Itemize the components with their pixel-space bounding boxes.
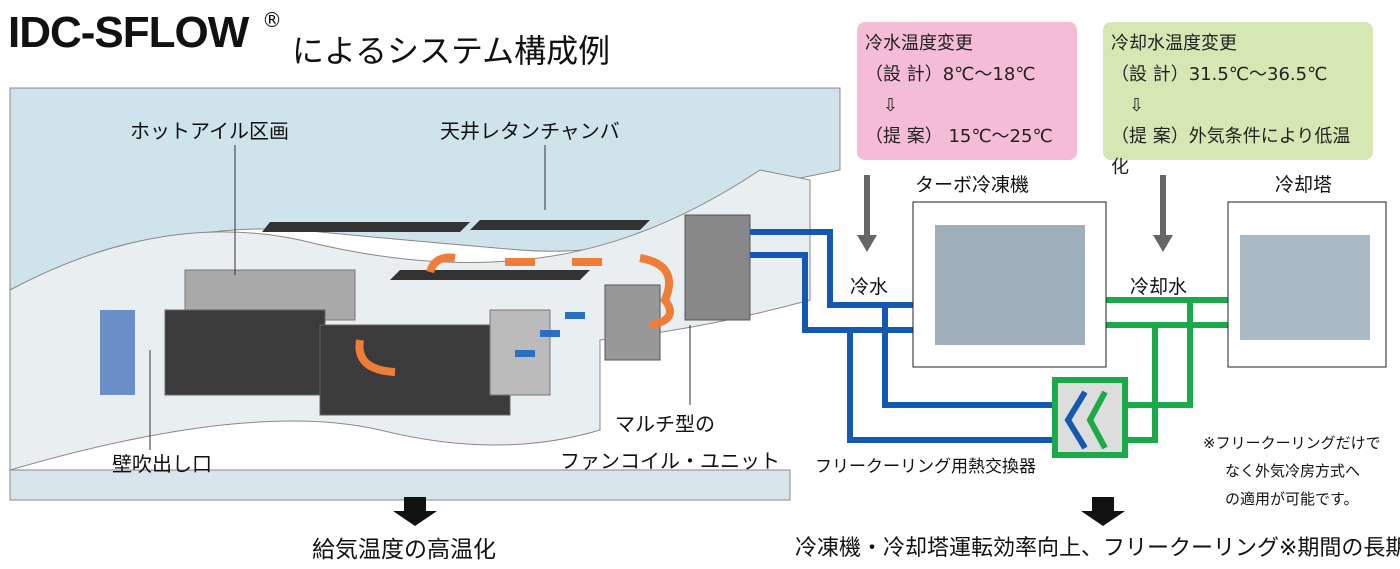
chilled-box-title: 冷水温度変更 <box>865 33 973 54</box>
label-fcu-1: マルチ型の <box>615 412 715 436</box>
title-subtitle: によるシステム構成例 <box>292 32 611 70</box>
note-line-2: なく外気冷房方式へ <box>1225 462 1361 480</box>
result-right: 冷凍機・冷却塔運転効率向上、フリークーリング※期間の長期化 <box>795 536 1400 561</box>
cooling-box-design: （設 計）31.5℃～36.5℃ <box>1111 64 1328 85</box>
cooling-box-title: 冷却水温度変更 <box>1111 33 1237 54</box>
label-turbo-chiller: ターボ冷凍機 <box>915 174 1030 196</box>
label-ceiling-chamber: 天井レタンチャンバ <box>440 119 620 143</box>
label-hot-aisle: ホットアイル区画 <box>130 119 289 143</box>
chilled-water-pipe <box>750 229 1070 443</box>
registered-mark: ® <box>262 8 282 32</box>
label-cooling-tower: 冷却塔 <box>1275 174 1333 196</box>
cooling-water-box: 冷却水温度変更 （設 計）31.5℃～36.5℃ ⇩ （提 案）外気条件により低… <box>1103 22 1373 178</box>
note-line-3: の適用が可能です。 <box>1225 490 1359 508</box>
wall-outlet-grille <box>100 310 135 395</box>
server-rack <box>164 309 326 396</box>
server-rack <box>319 324 511 416</box>
label-wall-outlet: 壁吹出し口 <box>112 452 212 476</box>
title-brand: IDC-SFLOW <box>8 8 249 57</box>
cooling-tower <box>1240 235 1370 340</box>
turbo-chiller <box>935 225 1085 345</box>
supply-airflow-arrows <box>355 253 674 376</box>
down-arrow-icon: ⇩ <box>883 95 899 116</box>
label-fcu-2: ファンコイル・ユニット <box>560 449 780 473</box>
fan-coil-unit <box>684 214 751 321</box>
label-heat-exchanger: フリークーリング用熱交換器 <box>815 457 1036 477</box>
return-airflow-arrows <box>515 312 585 357</box>
fan-coil-unit <box>604 284 661 361</box>
label-cooling-water: 冷却水 <box>1130 276 1188 298</box>
cooling-box-proposal: （提 案）外気条件により低温化 <box>1111 126 1351 178</box>
chilled-box-proposal: （提 案） 15℃～25℃ <box>865 126 1053 147</box>
chilled-water-box: 冷水温度変更 （設 計）8℃～18℃ ⇩ （提 案） 15℃～25℃ <box>857 22 1077 160</box>
result-arrow-icon <box>393 497 1125 526</box>
down-arrow-icon: ⇩ <box>1129 95 1145 116</box>
result-left: 給気温度の高温化 <box>312 537 496 563</box>
label-chilled-water: 冷水 <box>850 276 889 298</box>
note-line-1: ※フリークーリングだけで <box>1203 434 1381 452</box>
chilled-box-design: （設 計）8℃～18℃ <box>865 64 1036 85</box>
